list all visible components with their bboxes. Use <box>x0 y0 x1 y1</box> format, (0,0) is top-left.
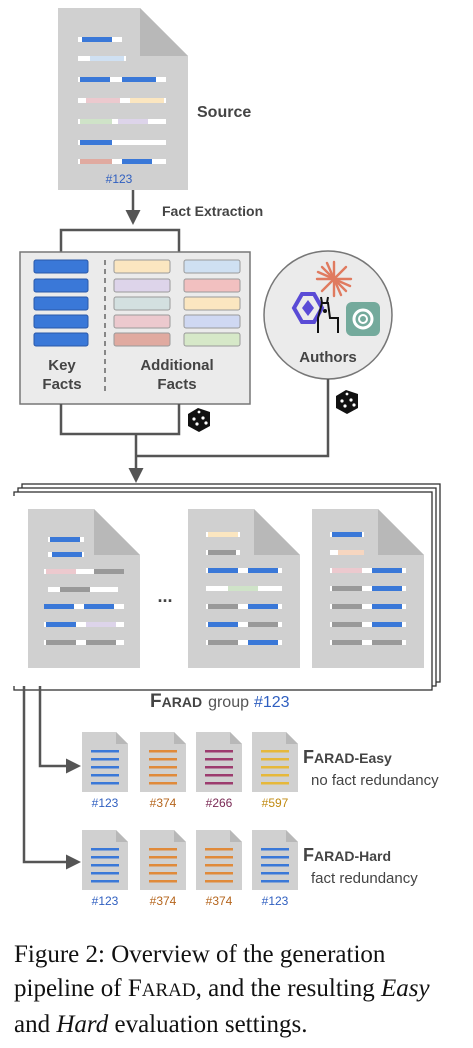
hexagon-logo-icon <box>291 292 325 324</box>
easy-title-cap: F <box>303 747 314 767</box>
group-id: #123 <box>254 694 290 711</box>
dice-icon <box>336 390 358 414</box>
fact-extraction-label: Fact Extraction <box>162 203 263 219</box>
group-name-cap: F <box>150 691 162 712</box>
hard-document <box>196 830 242 890</box>
caption-part3: and <box>14 1011 57 1038</box>
source-label: Source <box>197 104 251 121</box>
pipeline-diagram: #123 Source Fact Extraction Key Facts Ad… <box>13 8 441 908</box>
easy-title-rest: ARAD-Easy <box>314 750 392 766</box>
hard-title-cap: F <box>303 845 314 865</box>
hard-title: FARAD-Hard <box>303 845 391 865</box>
hard-doc-id: #123 <box>92 894 119 908</box>
key-facts-line1: Key <box>48 357 76 374</box>
easy-subtitle: no fact redundancy <box>311 772 439 789</box>
hard-document <box>252 830 298 890</box>
group-document <box>312 509 424 668</box>
hard-doc-id: #374 <box>206 894 233 908</box>
arrow-to-easy <box>38 686 81 774</box>
authors-label: Authors <box>299 349 357 366</box>
easy-document <box>252 732 298 792</box>
facts-box <box>19 251 251 405</box>
group-document <box>28 509 140 668</box>
llama-icon <box>317 296 339 333</box>
ellipsis: ... <box>157 586 172 606</box>
caption-name-cap: F <box>127 975 142 1002</box>
easy-documents: #123 #374 #266 #597 <box>82 732 298 810</box>
easy-doc-id: #597 <box>262 796 289 810</box>
hard-documents: #123 #374 #374 #123 <box>82 830 298 908</box>
hard-doc-id: #374 <box>150 894 177 908</box>
authors-circle <box>263 250 393 380</box>
additional-facts-line1: Additional <box>140 357 213 374</box>
hard-doc-id: #123 <box>262 894 289 908</box>
easy-doc-id: #266 <box>206 796 233 810</box>
arrow-to-hard <box>22 686 81 870</box>
group-name-rest: ARAD <box>162 694 202 710</box>
group-label: FARAD group #123 <box>150 691 290 712</box>
source-document: #123 <box>58 8 188 190</box>
dice-icon <box>188 408 210 432</box>
bracket-bottom <box>59 404 181 436</box>
group-document <box>188 509 300 668</box>
bracket-top <box>59 228 181 252</box>
caption-part2: , and the resulting <box>195 975 381 1002</box>
group-word: group <box>208 694 249 711</box>
hard-subtitle: fact redundancy <box>311 870 418 887</box>
easy-document <box>196 732 242 792</box>
caption-part1: Figure 2: Overview of the generation pip… <box>14 941 386 1002</box>
hard-title-rest: ARAD-Hard <box>314 848 391 864</box>
openai-logo-icon <box>346 302 380 336</box>
hard-document <box>82 830 128 890</box>
caption-easy: Easy <box>381 975 430 1002</box>
caption-name-rest: ARAD <box>141 980 196 1001</box>
authors-connector <box>136 379 330 458</box>
easy-doc-id: #374 <box>150 796 177 810</box>
easy-title: FARAD-Easy <box>303 747 392 767</box>
key-facts-line2: Facts <box>42 376 81 393</box>
additional-facts-line2: Facts <box>157 376 196 393</box>
caption-part4: evaluation settings. <box>108 1011 308 1038</box>
easy-document <box>82 732 128 792</box>
figure-caption: Figure 2: Overview of the generation pip… <box>14 938 466 1042</box>
hard-document <box>140 830 186 890</box>
sunburst-logo-icon <box>315 260 353 298</box>
easy-document <box>140 732 186 792</box>
caption-hard: Hard <box>56 1011 109 1038</box>
easy-doc-id: #123 <box>92 796 119 810</box>
source-id: #123 <box>106 172 133 186</box>
